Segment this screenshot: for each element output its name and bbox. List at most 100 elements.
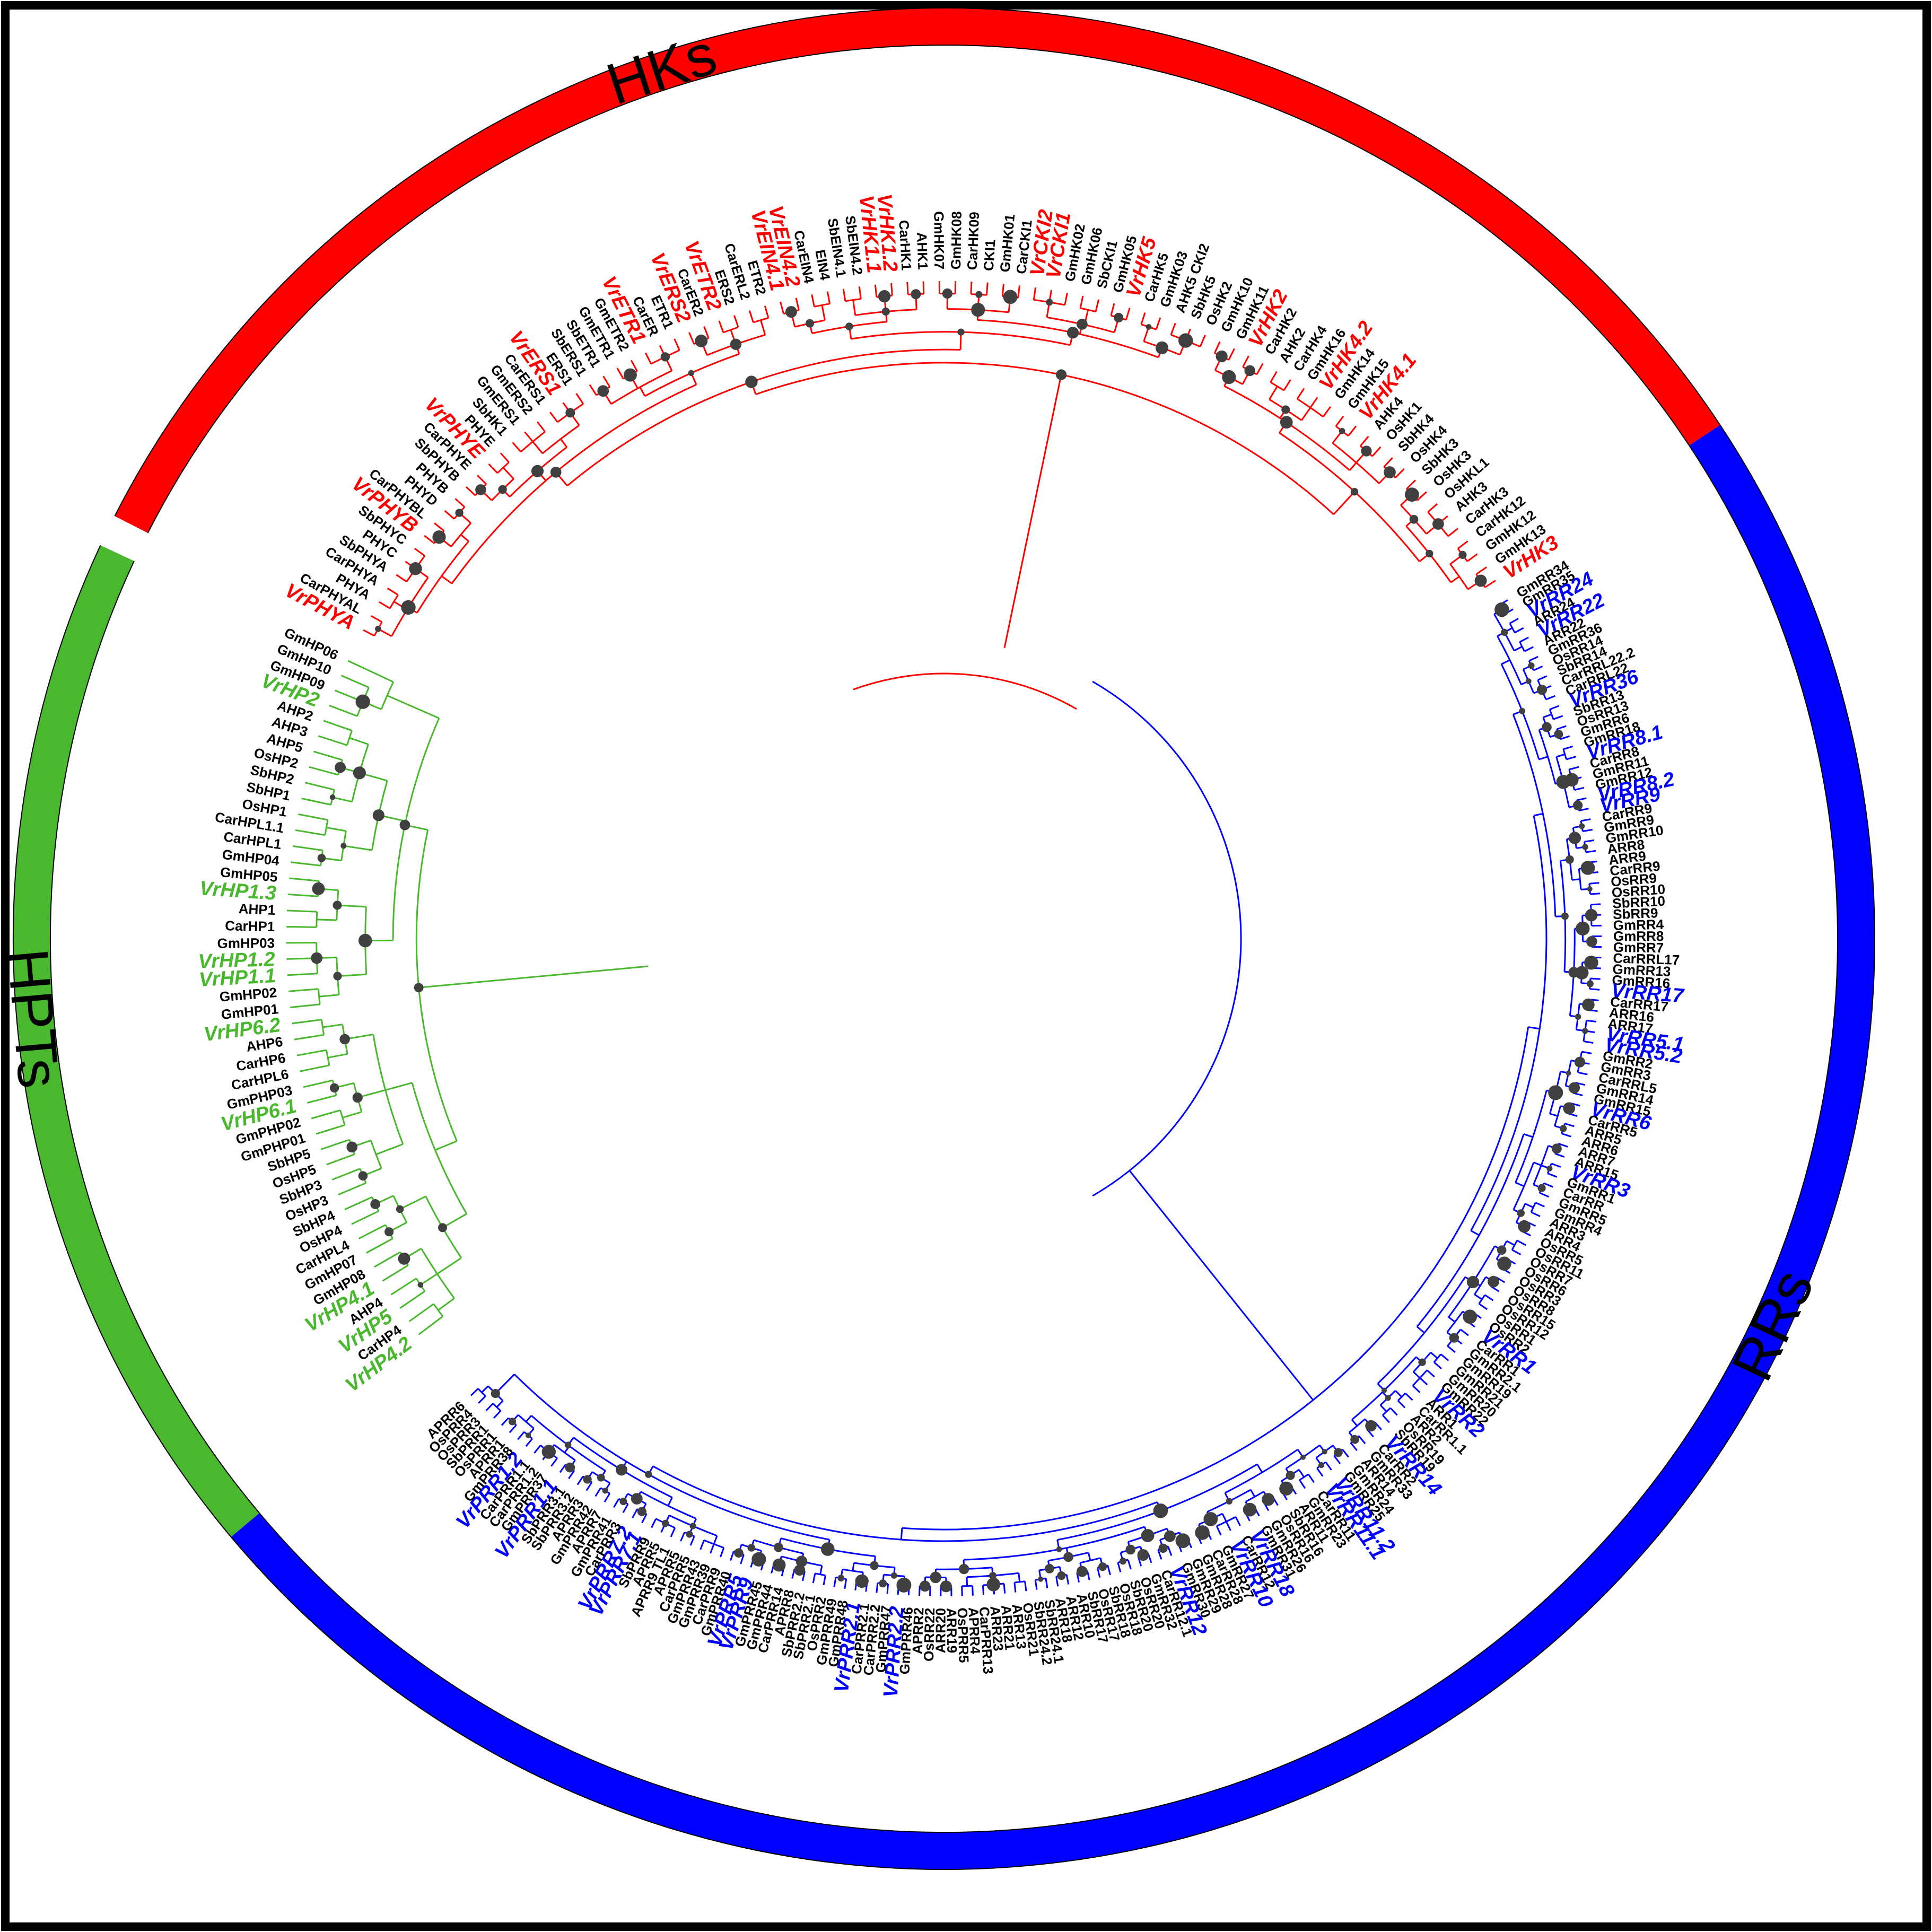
- bootstrap-dot: [1528, 662, 1535, 669]
- tip-label: GmRR4: [1613, 916, 1664, 933]
- tip-label: OsRR10: [1611, 881, 1666, 901]
- branch-segment: [1117, 1562, 1122, 1572]
- branch-segment: [331, 1168, 361, 1181]
- bootstrap-dot: [879, 1579, 887, 1588]
- branch-segment: [1013, 1582, 1017, 1593]
- branch-segment: [298, 813, 328, 821]
- branch-segment: [1484, 580, 1496, 588]
- branch-segment: [1404, 1393, 1413, 1401]
- bootstrap-dot: [1286, 1471, 1295, 1480]
- tip-label: CarHP1: [225, 917, 275, 934]
- branch-segment: [1335, 415, 1344, 427]
- clade-ring-rrs: [231, 425, 1875, 1869]
- branch-segment: [1416, 1326, 1425, 1334]
- branch-segment: [651, 1518, 657, 1528]
- bootstrap-dot: [1536, 685, 1548, 695]
- branch-segment: [390, 1278, 417, 1296]
- branch-segment: [1333, 491, 1356, 515]
- branch-segment: [1270, 371, 1278, 383]
- bootstrap-dot: [1579, 823, 1585, 829]
- bootstrap-dot: [1226, 1498, 1232, 1505]
- branch-segment: [1003, 1583, 1006, 1594]
- bootstrap-dot: [806, 319, 814, 328]
- branch-segment: [444, 510, 455, 520]
- branch-segment: [833, 1577, 837, 1587]
- tip-label: AHK1: [914, 232, 931, 270]
- bootstrap-dot: [1586, 980, 1594, 987]
- bootstrap-dot: [661, 1519, 669, 1527]
- bootstrap-dot: [1497, 1256, 1511, 1271]
- branch-segment: [795, 298, 800, 311]
- branch-segment: [408, 1303, 434, 1322]
- bootstrap-dot: [1158, 1543, 1168, 1553]
- bootstrap-dot: [1244, 365, 1255, 377]
- branch-segment: [289, 877, 319, 882]
- bootstrap-dot: [695, 334, 708, 347]
- branch-segment: [517, 1431, 525, 1440]
- branch-segment: [340, 675, 370, 688]
- branch-segment: [1523, 1133, 1533, 1138]
- branch-segment: [1590, 903, 1601, 906]
- bootstrap-dot: [940, 1580, 952, 1593]
- bootstrap-dot: [1501, 628, 1508, 636]
- branch-arc: [520, 431, 546, 453]
- branch-segment: [1140, 312, 1146, 325]
- tip-label: GmRR8: [1613, 928, 1664, 944]
- branch-segment: [470, 1388, 479, 1396]
- branch-segment: [1583, 1041, 1594, 1044]
- bootstrap-dot: [890, 1572, 897, 1579]
- branch-arc: [1397, 1393, 1406, 1402]
- branch-segment: [1506, 1240, 1515, 1246]
- bootstrap-dot: [1548, 1085, 1563, 1100]
- bootstrap-dot: [1518, 1220, 1531, 1233]
- branch-arc: [392, 718, 440, 941]
- branch-segment: [307, 1094, 337, 1104]
- bootstrap-dot: [1318, 1462, 1325, 1468]
- bootstrap-dot: [409, 562, 422, 575]
- branch-segment: [1017, 285, 1020, 298]
- branch-segment: [1511, 1249, 1522, 1256]
- branch-segment: [1564, 1123, 1575, 1127]
- tip-label: APRR4: [965, 1607, 983, 1655]
- tip-label: GmPRR46: [896, 1606, 916, 1675]
- branch-segment: [961, 1586, 963, 1596]
- branch-arc: [411, 1082, 468, 1214]
- branch-segment: [396, 574, 407, 583]
- branch-segment: [604, 1493, 610, 1502]
- bootstrap-dot: [597, 385, 609, 397]
- branch-segment: [1556, 753, 1566, 758]
- branch-segment: [1256, 1464, 1263, 1473]
- branch-arc: [317, 989, 321, 1004]
- tip-label: SbRR10: [1612, 893, 1666, 911]
- bootstrap-dot: [689, 1523, 696, 1529]
- branch-segment: [420, 1273, 438, 1286]
- bootstrap-dot: [1141, 1529, 1155, 1542]
- clade-label-hpts: HPTs: [0, 946, 72, 1091]
- branch-arc: [450, 522, 471, 547]
- branch-arc: [1533, 1145, 1549, 1185]
- branch-segment: [1348, 425, 1357, 436]
- bootstrap-dot: [1582, 998, 1595, 1011]
- branch-arc: [1349, 1418, 1366, 1433]
- bootstrap-dot: [1582, 844, 1588, 850]
- bootstrap-dot: [1350, 1435, 1360, 1444]
- branch-arc: [477, 1388, 486, 1397]
- bootstrap-dot: [1381, 1387, 1387, 1393]
- bootstrap-dot: [1574, 1056, 1585, 1068]
- bootstrap-dot: [1556, 775, 1570, 789]
- branch-segment: [399, 1290, 425, 1309]
- branch-segment: [454, 498, 466, 508]
- bootstrap-dot: [1146, 324, 1152, 330]
- bootstrap-dot: [821, 1542, 835, 1556]
- branch-segment: [1574, 786, 1585, 791]
- bootstrap-dot: [660, 352, 670, 362]
- branch-segment: [1001, 283, 1004, 296]
- branch-segment: [622, 1503, 629, 1514]
- branch-segment: [764, 305, 770, 318]
- branch-segment: [1589, 988, 1600, 991]
- bootstrap-dot: [564, 1441, 572, 1449]
- branch-segment: [1584, 839, 1595, 843]
- bootstrap-dot: [1542, 722, 1552, 732]
- branch-segment: [670, 1527, 676, 1537]
